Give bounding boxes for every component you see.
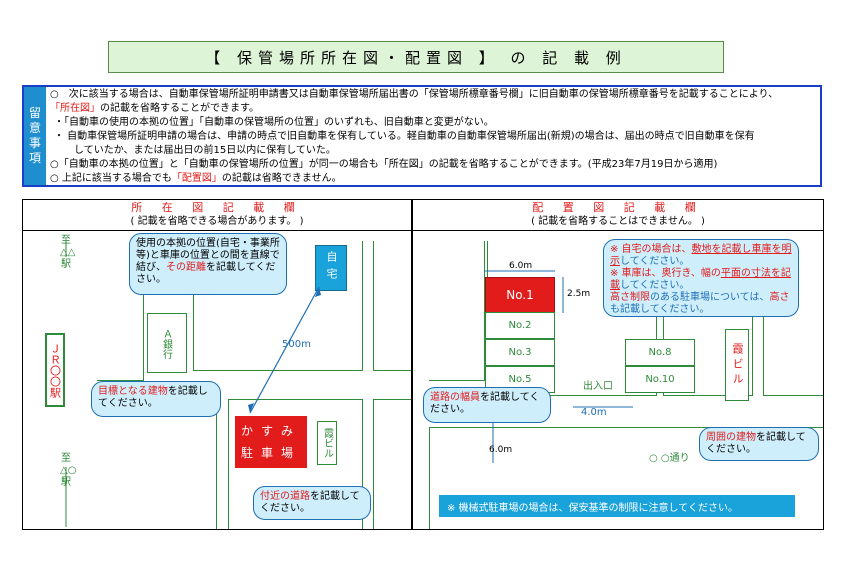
- street-label: ○ ○通り: [649, 453, 690, 464]
- callout-highlight: 周囲の建物: [706, 432, 756, 443]
- entrance-label: 出入口: [583, 381, 613, 392]
- bank-label: Ａ銀行: [160, 329, 172, 359]
- parking-slot: No.2: [485, 312, 555, 339]
- parking-slot: No.10: [625, 366, 695, 393]
- layout-map-heading: 配 置 図 記 載 欄: [532, 201, 704, 214]
- layout-map-subheading: ( 記載を省略することはできません。 ): [531, 216, 705, 227]
- block: [97, 399, 217, 529]
- kasumi-building: 霞ビル: [317, 421, 337, 465]
- callout-highlight: 付近の道路: [260, 491, 310, 502]
- callout-surrounding-buildings: 周囲の建物を記載してください。: [699, 427, 819, 461]
- callout-nearby-road: 付近の道路を記載してください。: [253, 486, 371, 520]
- page-title: 【 保管場所所在図・配置図 】 の 記 載 例: [108, 41, 724, 73]
- location-map-subheading: ( 記載を省略できる場合があります。 ): [130, 216, 304, 227]
- kasumi-building: 霞ビル: [725, 329, 749, 401]
- notes-body: ○ 次に該当する場合は、自動車保管場所証明申請書又は自動車保管場所届出書の「保管…: [50, 88, 818, 186]
- callout-text: してください。: [620, 256, 690, 267]
- layout-map: No.1 No.2 No.3 No.5 No.8 No.10 霞ビル 6.0m …: [413, 231, 823, 529]
- arrow-head-icon: [248, 403, 254, 413]
- callout-text: を記載してください。: [98, 386, 208, 409]
- road-label-top: 至△△駅: [60, 235, 76, 270]
- callout-text: も記載してください。: [610, 304, 710, 315]
- note-highlight: 「配置図」: [171, 173, 222, 184]
- bank-block: [147, 313, 187, 373]
- callout-text: を記載してください。: [430, 392, 540, 415]
- distance-label: 500m: [282, 339, 311, 350]
- arrow-head-icon: [315, 287, 321, 297]
- callout-highlight: ※ 自宅の場合は、: [610, 244, 692, 255]
- callout-highlight: 高さ: [769, 292, 790, 303]
- callout-highlight: 高さ制限: [610, 292, 650, 303]
- notes-label-char: 事: [28, 136, 41, 150]
- block: [373, 399, 411, 529]
- callout-highlight: ※ 車庫は、奥行き、幅の: [610, 268, 721, 279]
- note-line: ○ 次に該当する場合は、自動車保管場所証明申請書又は自動車保管場所届出書の「保管…: [50, 89, 779, 100]
- note-line: ・「自動車の使用の本拠の位置」「自動車の保管場所の位置」のいずれも、旧自動車と変…: [54, 117, 494, 128]
- callout-text: を記載してください。: [706, 432, 806, 455]
- note-line: 「所在図」の記載を省略することができます。: [50, 102, 818, 116]
- parking-slot-no1: No.1: [485, 277, 555, 313]
- callout-distance: 使用の本拠の位置(自宅・事業所等)と車庫の位置との間を直線で結び、その距離を記載…: [129, 233, 287, 295]
- home-building: 自宅: [315, 245, 347, 291]
- note-line: ○「自動車の本拠の位置」と「自動車の保管場所の位置」が同一の場合も「所在図」の記…: [50, 159, 718, 170]
- callout-text: を記載してください。: [260, 491, 360, 514]
- callout-highlight: 敷地を記載し車庫を明示: [610, 244, 792, 267]
- callout-text: 使用の本拠の位置(自宅・事業所等)と車庫の位置との間を直線で結び、: [136, 238, 280, 273]
- note-line: していたか、または届出日の前15日以内に保有していた。: [64, 145, 336, 156]
- station-building: ＪＲ〇〇駅: [45, 333, 65, 407]
- callout-text: してください。: [620, 280, 690, 291]
- notes-label-char: 意: [28, 121, 41, 135]
- callout-text: を記載してください。: [136, 262, 276, 285]
- notes-box: 留 意 事 項 ○ 次に該当する場合は、自動車保管場所証明申請書又は自動車保管場…: [22, 85, 822, 187]
- note-text: ○ 上記に該当する場合でも: [50, 173, 172, 184]
- parking-lot-building: かすみ 駐車場: [235, 416, 307, 468]
- parking-name-line: かすみ: [240, 424, 301, 438]
- distance-line: [249, 286, 320, 414]
- block: [429, 241, 485, 381]
- mechanical-parking-banner: ※ 機械式駐車場の場合は、保安基準の制限に注意してください。: [439, 495, 795, 517]
- layout-map-header: 配 置 図 記 載 欄 ( 記載を省略することはできません。 ): [413, 200, 823, 231]
- notes-label-char: 項: [28, 151, 41, 165]
- width-label: 6.0m: [509, 261, 533, 271]
- distance-overlay: [65, 241, 321, 527]
- callout-highlight: 目標となる建物: [98, 386, 168, 397]
- parking-name-line: 駐車場: [240, 446, 301, 460]
- note-highlight: 「所在図」: [50, 103, 100, 114]
- parking-slot: No.8: [625, 339, 695, 366]
- notes-label-char: 留: [28, 106, 41, 120]
- callout-highlight: 平面の寸法を記載: [610, 268, 791, 291]
- depth-label: 2.5m: [567, 289, 591, 299]
- location-map-heading: 所 在 図 記 載 欄: [131, 201, 303, 214]
- location-map-header: 所 在 図 記 載 欄 ( 記載を省略できる場合があります。 ): [23, 200, 411, 231]
- layout-map-panel: 配 置 図 記 載 欄 ( 記載を省略することはできません。 ) No.1 No…: [412, 199, 824, 530]
- notes-label: 留 意 事 項: [24, 87, 46, 185]
- road-width-label: 4.0m: [581, 407, 607, 418]
- note-line: ○ 上記に該当する場合でも「配置図」の記載は省略できません。: [50, 172, 818, 186]
- callout-highlight: その距離: [166, 262, 206, 273]
- callout-landmark: 目標となる建物を記載してください。: [91, 381, 221, 417]
- dimension-overlay: [485, 270, 633, 463]
- note-text: の記載を省略することができます。: [100, 103, 259, 114]
- parking-slot: No.3: [485, 339, 555, 366]
- callout-garage-dimensions: ※ 自宅の場合は、敷地を記載し車庫を明示してください。 ※ 車庫は、奥行き、幅の…: [603, 239, 799, 317]
- callout-text: のある駐車場については、: [650, 292, 770, 303]
- block: [373, 241, 411, 371]
- note-line: ・ 自動車保管場所証明申請の場合は、申請の時点で旧自動車を保有している。軽自動車…: [54, 131, 755, 142]
- location-map: 至△△駅 至△○駅 ＪＲ〇〇駅 Ａ銀行 自宅 かすみ 駐車場 霞ビル 500m …: [23, 231, 411, 529]
- callout-road-width: 道路の幅員を記載してください。: [423, 387, 551, 423]
- road-length-label: 6.0m: [489, 445, 513, 455]
- location-map-panel: 所 在 図 記 載 欄 ( 記載を省略できる場合があります。 ) 至△△駅 至△…: [22, 199, 412, 530]
- callout-highlight: 道路の幅員: [430, 392, 480, 403]
- note-text: の記載は省略できません。: [221, 173, 342, 184]
